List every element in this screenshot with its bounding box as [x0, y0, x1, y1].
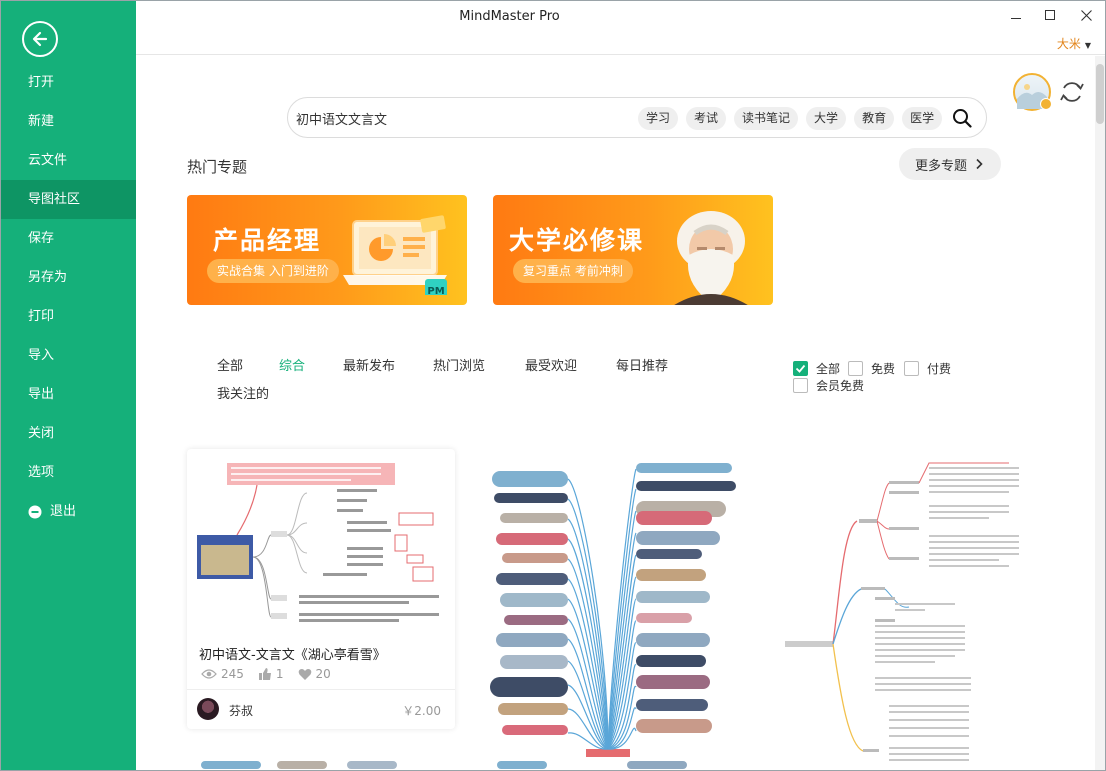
banner-title: 大学必修课	[509, 226, 645, 255]
eye-icon	[201, 669, 217, 679]
views-stat: 245	[201, 667, 244, 681]
caret-down-icon: ▼	[1084, 41, 1091, 50]
price-filter-all[interactable]: 全部	[793, 360, 840, 377]
thumbs-up-icon	[258, 668, 271, 680]
author-avatar[interactable]	[197, 698, 219, 720]
sidebar-item-close[interactable]: 关闭	[28, 426, 55, 441]
price-filter-free[interactable]: 免费	[848, 360, 895, 377]
back-button[interactable]	[22, 21, 58, 57]
scrollbar[interactable]	[1095, 56, 1105, 770]
tab-all[interactable]: 全部	[217, 359, 244, 374]
mindmap-thumbnail-graphic	[490, 463, 736, 757]
laptop-chart-icon: PM	[343, 215, 447, 295]
search-tag[interactable]: 学习	[638, 107, 679, 130]
sidebar-item-options[interactable]: 选项	[28, 465, 55, 480]
search-tags: 学习 考试 读书笔记 大学 教育 医学	[638, 107, 950, 130]
minimize-icon	[1011, 18, 1021, 19]
checkbox[interactable]	[904, 361, 919, 376]
sidebar-item-export[interactable]: 导出	[28, 387, 55, 402]
banner-subtitle: 复习重点 考前冲刺	[513, 259, 633, 283]
user-bar: 大米▼	[136, 33, 1105, 55]
sidebar-item-new[interactable]: 新建	[28, 114, 55, 129]
portrait-illustration	[674, 211, 748, 305]
search-bar: 学习 考试 读书笔记 大学 教育 医学	[287, 97, 987, 138]
search-tag[interactable]: 读书笔记	[734, 107, 799, 130]
tab-daily-picks[interactable]: 每日推荐	[616, 359, 669, 374]
hot-topics-title: 热门专题	[187, 158, 248, 176]
maximize-icon	[1045, 10, 1055, 20]
checkbox[interactable]	[793, 378, 808, 393]
user-menu[interactable]: 大米▼	[1056, 37, 1091, 51]
banner-subtitle: 实战合集 入门到进阶	[207, 259, 339, 283]
sidebar-item-cloud-files[interactable]: 云文件	[28, 153, 68, 168]
likes-stat[interactable]: 1	[258, 667, 284, 681]
sync-icon[interactable]	[1059, 79, 1085, 105]
mindmap-card[interactable]: 初中语文-文言文《湖心亭看雪》 245 1 20 芬叔 ￥2.00	[187, 449, 455, 729]
next-row-preview	[187, 753, 767, 770]
tab-latest[interactable]: 最新发布	[343, 359, 396, 374]
mindmap-card[interactable]	[482, 449, 750, 757]
vip-badge-icon	[1040, 98, 1052, 110]
mindmap-thumbnail	[779, 449, 1047, 770]
search-tag[interactable]: 教育	[854, 107, 895, 130]
mindmap-thumbnail-graphic	[785, 462, 1019, 761]
scrollbar-thumb[interactable]	[1096, 64, 1104, 124]
favorites-stat[interactable]: 20	[298, 667, 331, 681]
user-avatar[interactable]	[1013, 73, 1052, 111]
banner-product-manager[interactable]: 产品经理 实战合集 入门到进阶 PM	[187, 195, 467, 305]
mindmap-card[interactable]	[779, 449, 1047, 761]
mindmap-thumbnail-graphic	[197, 463, 439, 622]
checkbox[interactable]	[793, 361, 808, 376]
heart-icon	[298, 668, 311, 680]
minus-circle-icon	[28, 505, 42, 519]
avatar-landscape-icon	[1017, 84, 1047, 109]
checkbox[interactable]	[848, 361, 863, 376]
tab-comprehensive[interactable]: 综合	[279, 359, 306, 374]
sidebar-item-import[interactable]: 导入	[28, 348, 55, 363]
author-name[interactable]: 芬叔	[229, 704, 254, 718]
minimize-button[interactable]	[1006, 5, 1026, 25]
next-row-thumbnails	[201, 761, 687, 769]
tab-hot-views[interactable]: 热门浏览	[433, 359, 486, 374]
chevron-right-icon	[976, 158, 983, 170]
search-tag[interactable]: 大学	[806, 107, 847, 130]
mindmap-thumbnail	[187, 449, 455, 634]
sidebar-item-save[interactable]: 保存	[28, 231, 55, 246]
search-input[interactable]	[296, 107, 616, 129]
sidebar-item-exit[interactable]: 退出	[1, 492, 136, 531]
tab-most-popular[interactable]: 最受欢迎	[525, 359, 578, 374]
banner-title: 产品经理	[213, 226, 322, 255]
sidebar-item-print[interactable]: 打印	[28, 309, 55, 324]
price-filter-vip-free[interactable]: 会员免费	[793, 377, 864, 394]
card-divider	[187, 689, 455, 690]
card-price: ￥2.00	[402, 704, 441, 718]
search-tag[interactable]: 考试	[686, 107, 727, 130]
arrow-left-icon	[32, 31, 48, 47]
mindmap-thumbnail	[482, 449, 750, 770]
banner-university-course[interactable]: 大学必修课 复习重点 考前冲刺	[493, 195, 773, 305]
check-icon	[795, 364, 806, 373]
price-filter-paid[interactable]: 付费	[904, 360, 951, 377]
more-topics-button[interactable]: 更多专题	[899, 148, 1001, 180]
sidebar-item-save-as[interactable]: 另存为	[28, 270, 68, 285]
search-tag[interactable]: 医学	[902, 107, 943, 130]
close-window-button[interactable]	[1076, 5, 1096, 25]
search-icon[interactable]	[952, 108, 972, 128]
tab-following[interactable]: 我关注的	[217, 387, 270, 402]
sidebar-nav: 打开 新建 云文件 导图社区 保存 另存为 打印 导入 导出 关闭 选项 退出	[1, 63, 136, 531]
card-title: 初中语文-文言文《湖心亭看雪》	[199, 648, 386, 663]
card-stats: 245 1 20	[201, 667, 345, 681]
close-icon	[1080, 9, 1092, 21]
sidebar: 打开 新建 云文件 导图社区 保存 另存为 打印 导入 导出 关闭 选项 退出	[1, 1, 136, 770]
sidebar-item-open[interactable]: 打开	[28, 75, 55, 90]
sidebar-item-community[interactable]: 导图社区	[1, 180, 136, 219]
app-title: MindMaster Pro	[459, 9, 560, 24]
title-bar: MindMaster Pro	[136, 1, 1105, 33]
pm-badge: PM	[427, 286, 444, 295]
maximize-button[interactable]	[1040, 5, 1060, 25]
